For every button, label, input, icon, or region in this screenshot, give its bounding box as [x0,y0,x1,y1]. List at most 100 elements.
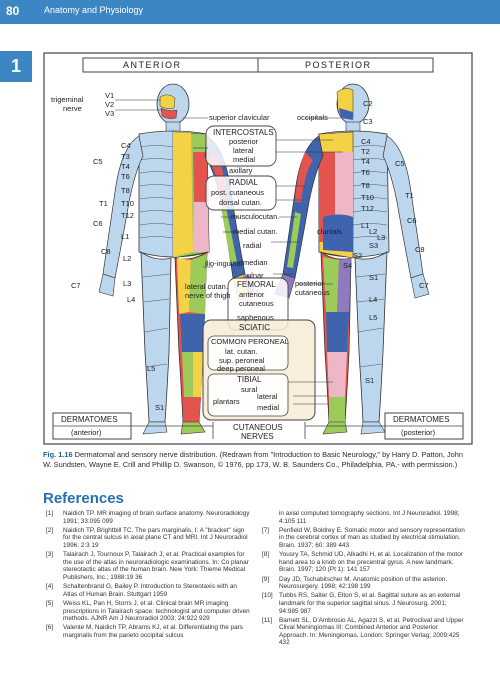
intercostals-box [205,125,277,167]
label-l5-right: L5 [369,313,378,322]
label-l3-left: L3 [123,279,132,288]
reference-text: Barnett SL, D'Ambrosio AL, Agazzi S, et … [279,616,464,647]
reference-item: [8] Yousry TA, Schmid UD, Alkadhi H, et a… [262,551,467,574]
label-s2-right: S2 [353,251,363,260]
reference-number: [3] [46,551,54,559]
reference-item: [3]Talairach J, Tournoux P, Talairach J,… [46,551,251,581]
label-c6-right: C6 [407,216,417,225]
label-t10-left: T10 [121,199,134,208]
label-s3-right: S3 [369,241,379,250]
label-saphenous: saphenous [237,313,274,322]
label-medial-cutan: medial cutan. [233,227,278,236]
label-s4-right: S4 [343,261,353,270]
running-header-bar: 80 Anatomy and Physiology [0,0,500,24]
anterior-heading: ANTERIOR [123,60,182,70]
label-post-cutaneous: post. cutaneous [211,188,264,197]
label-s1-left: S1 [155,403,165,412]
reference-item: in axial computed tomography sections. I… [262,510,467,525]
label-sciatic: SCIATIC [239,323,270,332]
label-plantar-medial: medial [257,403,280,412]
reference-item: [10] Tubbs RS, Salter G, Elton S, et al. … [262,592,467,615]
reference-item: [11] Barnett SL, D'Ambrosio AL, Agazzi S,… [262,617,467,647]
reference-text: Tubbs RS, Salter G, Elton S, et al. Sagi… [279,592,461,615]
label-sup-peroneal: sup. peroneal [219,356,265,365]
label-c3-right: C3 [363,117,373,126]
reference-number: [4] [46,583,54,591]
reference-item: [4]Schaltenbrand G, Bailey P. Introducti… [46,583,251,598]
footer-nerves: NERVES [241,432,274,441]
reference-text: Valente M, Naidich TP, Abrams KJ, et al.… [63,624,243,639]
reference-item: [6]Valente M, Naidich TP, Abrams KJ, et … [46,624,251,639]
reference-number: [10] [262,592,273,600]
label-c5-right: C5 [395,159,405,168]
label-l4-right: L4 [369,295,378,304]
references-heading: References [43,490,124,507]
reference-text: in axial computed tomography sections. I… [279,510,460,525]
label-deep-peroneal: deep peroneal [217,364,265,373]
label-femoral: FEMORAL [237,280,276,289]
label-v1: V1 [105,91,115,100]
label-t12-left: T12 [121,211,134,220]
posterior-body [274,83,430,435]
label-l1-left: L1 [121,232,130,241]
label-v3: V3 [105,109,115,118]
footer-dermatomes-right: DERMATOMES [393,415,450,424]
reference-number: [9] [262,575,270,583]
reference-number: [11] [262,616,273,624]
label-c2-right: C2 [363,99,373,108]
label-trigeminal: trigeminal [51,95,84,104]
label-dorsal-cutan: dorsal cutan. [219,198,262,207]
reference-number: [8] [262,551,270,559]
running-head: Anatomy and Physiology [44,5,144,15]
label-t1-left: T1 [99,199,108,208]
label-lateral: lateral [233,146,254,155]
label-t8-right: T8 [361,181,370,190]
footer-posterior: (posterior) [401,428,436,437]
label-c8-left: C8 [101,247,111,256]
label-median: median [243,258,268,267]
label-musculocutan: musculocutan. [231,212,280,221]
label-sural: sural [241,385,258,394]
references-left-column: [1] Naidich TP. MR imaging of brain surfa… [46,510,251,641]
label-radial-box: RADIAL [229,178,258,187]
reference-number: [1] [46,510,54,517]
label-l3-right: L3 [377,233,386,242]
label-c8-right: C8 [415,245,425,254]
radial-box [205,175,277,211]
reference-text: Naidich TP. MR imaging of brain surface … [63,510,250,525]
reference-number: [7] [262,526,270,534]
label-intercostals: INTERCOSTALS [213,128,274,137]
label-clunials: clunials [317,227,343,236]
label-lat-cutan: lat. cutan. [225,347,258,356]
references-right-column: in axial computed tomography sections. I… [262,510,467,649]
label-common-peroneal: COMMON PERONEAL [211,337,289,346]
label-nerve-of-thigh: nerve of thigh [185,291,231,300]
reference-text: Yousry TA, Schmid UD, Alkadhi H, et al. … [279,551,463,574]
label-posterior: posterior [229,137,259,146]
label-v2: V2 [105,100,115,109]
label-t10-right: T10 [361,193,374,202]
reference-item: [1] Naidich TP. MR imaging of brain surfa… [46,510,251,525]
label-ulnar: ulnar [247,271,264,280]
reference-text: Penfield W, Boldrey E. Somatic motor and… [279,526,465,549]
label-c6-left: C6 [93,219,103,228]
reference-number: [5] [46,599,54,607]
reference-text: Naidich TP, Brightbill TC. The pars marg… [63,526,248,549]
label-t1-right: T1 [405,191,414,200]
label-c7-right: C7 [419,281,429,290]
reference-item: [7] Penfield W, Boldrey E. Somatic motor … [262,527,467,550]
reference-number: [2] [46,526,54,534]
dermatome-illustration [43,52,473,445]
label-c5-left: C5 [93,157,103,166]
reference-text: Weiss KL, Pan H, Storrs J, et al. Clinic… [63,599,250,623]
reference-item: [5] Weiss KL, Pan H, Storrs J, et al. Cli… [46,600,251,623]
reference-number [262,510,279,525]
reference-item: [9]Day JD, Tschabitscher M. Anatomic pos… [262,576,467,591]
label-l4-left: L4 [127,295,136,304]
label-t2-right: T2 [361,147,370,156]
label-cutaneous-posterior: cutaneous [295,288,330,297]
label-occipitals: occipitals [297,113,328,122]
label-plantar-lateral: lateral [257,392,278,401]
footer-anterior: (anterior) [71,428,102,437]
label-anterior-cutaneous: anterior [239,290,265,299]
